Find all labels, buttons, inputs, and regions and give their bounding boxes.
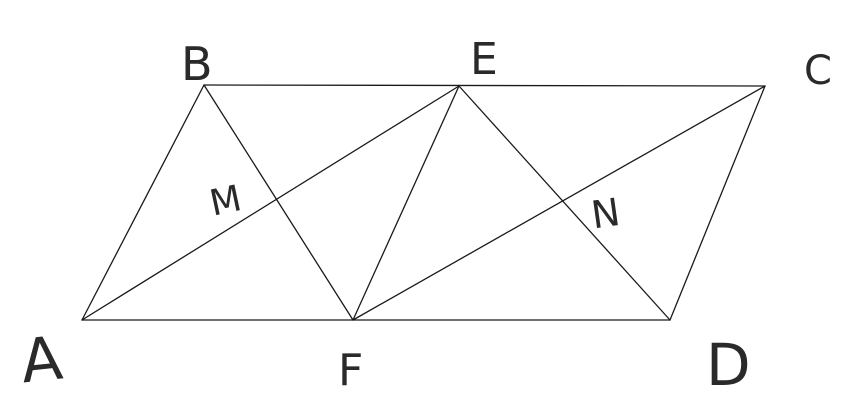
label-B: B (181, 37, 213, 91)
segment-EF (352, 85, 460, 321)
segment-CD (669, 85, 766, 321)
label-C: C (804, 48, 832, 94)
label-N: N (589, 190, 623, 238)
label-A: A (18, 323, 66, 397)
segment-AB (81, 84, 205, 321)
segment-AE (81, 85, 460, 321)
label-D: D (706, 331, 751, 399)
label-E: E (470, 34, 498, 85)
segment-ED (458, 85, 671, 321)
segment-BC (203, 84, 766, 87)
label-F: F (338, 345, 363, 396)
segment-BF (203, 84, 354, 321)
label-M: M (206, 178, 245, 225)
segment-FC (352, 85, 766, 321)
